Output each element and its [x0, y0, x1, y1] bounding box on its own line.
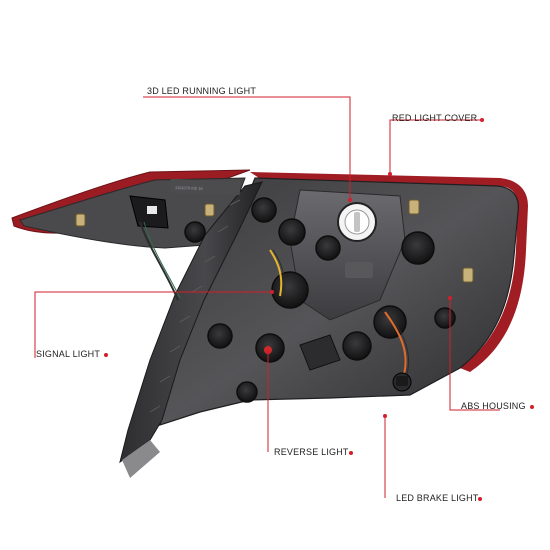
left-connector [129, 195, 181, 301]
flank-ribs [149, 199, 241, 413]
label-brake-light: LED BRAKE LIGHT [396, 493, 479, 503]
label-red-cover: RED LIGHT COVER [392, 113, 478, 123]
abs-housing-leader [449, 300, 500, 411]
callout-lines [34, 96, 500, 498]
signal-wire [269, 249, 283, 297]
housing-bottom-tip [122, 440, 160, 478]
running-light-leader [143, 96, 351, 198]
signal-light-leader [34, 291, 272, 358]
label-signal-light: SIGNAL LIGHT [36, 349, 101, 359]
mounting-studs [75, 199, 474, 283]
label-abs-housing: ABS HOUSING [461, 401, 526, 411]
brake-wire [384, 311, 407, 375]
label-signal-light-dot [104, 353, 108, 357]
label-running-light: 3D LED RUNNING LIGHT [147, 86, 257, 96]
panel-text-block [345, 262, 373, 278]
label-abs-housing-dot [530, 405, 534, 409]
label-red-cover-dot [480, 118, 484, 122]
housing-stamp-text: 1101076 MZ 16 [175, 185, 204, 191]
housing-top-plate [169, 178, 241, 196]
callout-dots [266, 172, 452, 418]
label-reverse-light-dot [349, 451, 353, 455]
tail-light-assembly: 1101076 MZ 16 [11, 169, 528, 478]
label-brake-light-dot [478, 497, 482, 501]
brake-bulb-socket [392, 372, 412, 392]
label-reverse-light: REVERSE LIGHT [274, 447, 349, 457]
red-cover-leader [389, 119, 480, 172]
